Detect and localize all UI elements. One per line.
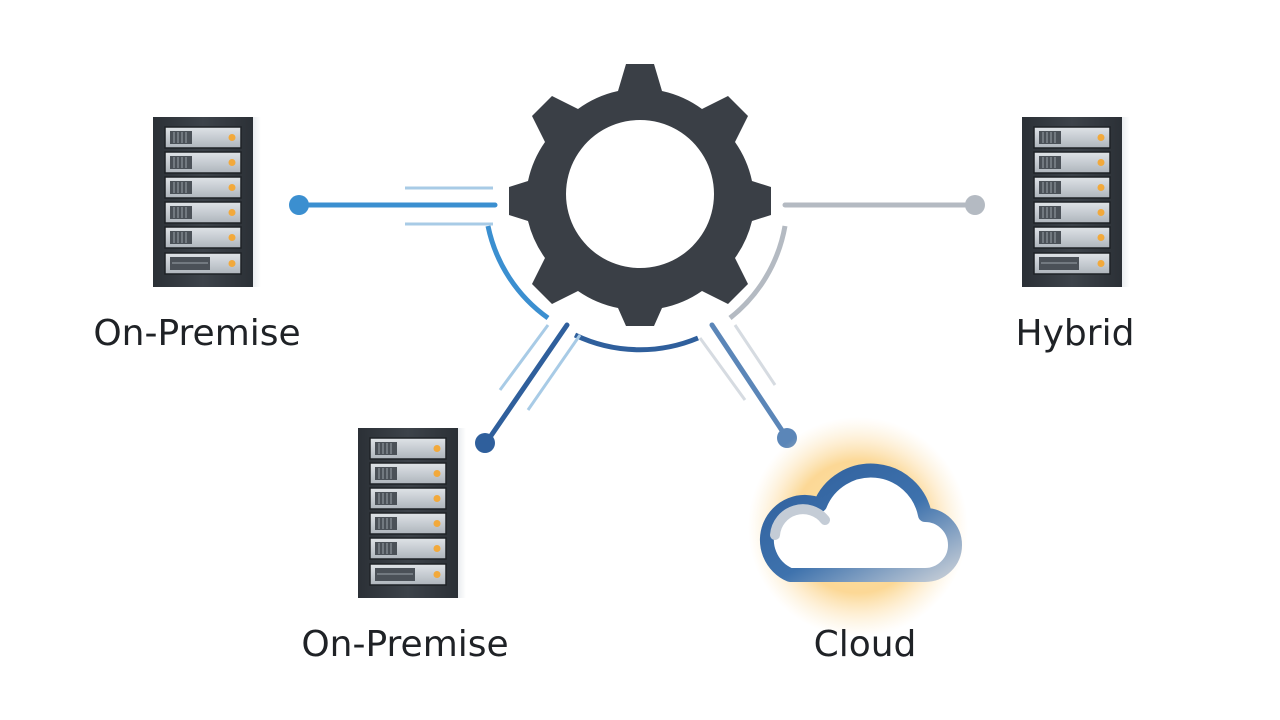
- cloud-icon: [748, 417, 968, 637]
- server-rack-icon: [357, 427, 467, 599]
- node-label-on-premise-bottom: On-Premise: [301, 624, 509, 665]
- hub-arc-right: [728, 225, 788, 320]
- connector-accent-line: [526, 334, 582, 411]
- hub-arc-bottom: [573, 332, 699, 353]
- node-label-hybrid: Hybrid: [1015, 313, 1135, 354]
- connector-endpoint-dot: [289, 195, 309, 215]
- connector-endpoint-dot: [965, 195, 985, 215]
- connectors: [289, 186, 985, 453]
- connector-accent-line: [698, 337, 747, 401]
- connector-accent-line: [498, 324, 550, 391]
- server-rack-icon: [1021, 116, 1131, 288]
- connector-endpoint-dot: [475, 433, 495, 453]
- connector-on-premise-bottom: [483, 322, 570, 446]
- node-label-on-premise-left: On-Premise: [93, 313, 301, 354]
- connector-accent-line: [733, 324, 777, 386]
- connector-cloud: [709, 322, 790, 441]
- node-label-cloud: Cloud: [813, 624, 917, 665]
- server-rack-icon: [152, 116, 262, 288]
- gear-icon: [509, 64, 771, 326]
- hub-arc-left: [485, 225, 550, 321]
